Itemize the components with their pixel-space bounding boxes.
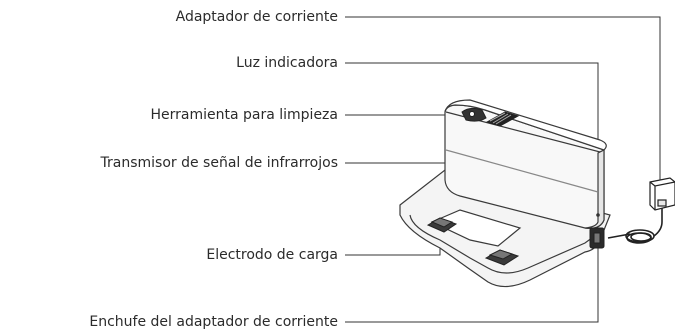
charging-electrode-shape (426, 217, 520, 266)
leader-power-adapter (345, 16, 661, 182)
leader-adapter-plug (345, 248, 599, 323)
leader-charging-electrode (345, 240, 441, 256)
cleaning-tool-shape (461, 107, 520, 127)
label-ir-transmitter: Transmisor de señal de infrarrojos (100, 155, 339, 171)
label-charging-electrode: Electrodo de carga (206, 247, 338, 263)
adapter-socket (589, 227, 605, 249)
label-cleaning-tool: Herramienta para limpieza (150, 107, 338, 123)
label-indicator-light: Luz indicadora (236, 55, 338, 71)
label-power-adapter: Adaptador de corriente (175, 9, 338, 25)
power-cable (607, 205, 663, 244)
label-adapter-plug: Enchufe del adaptador de corriente (89, 314, 338, 330)
dock-base (399, 169, 611, 288)
indicator-light-dot (596, 213, 600, 217)
power-adapter-shape (649, 177, 675, 211)
dock-tower (444, 99, 607, 229)
